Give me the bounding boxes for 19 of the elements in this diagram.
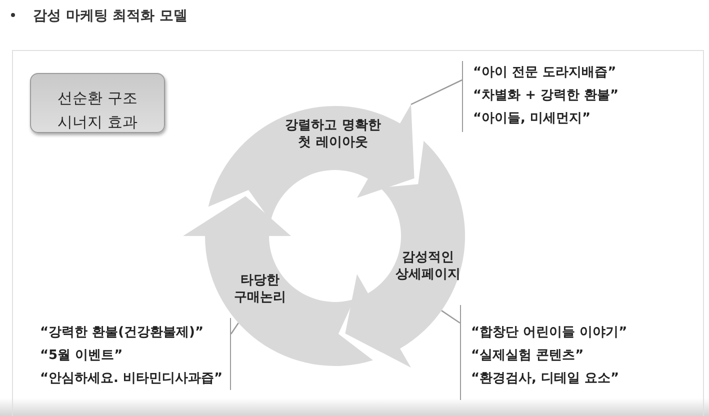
leader-line (230, 322, 239, 334)
leader-line (410, 79, 462, 105)
quote-text: “아이 전문 도라지배즙” (473, 64, 616, 82)
quote-text: “강력한 환불(건강환불제)” (40, 324, 204, 342)
quote-text: “차별화 + 강력한 환불” (473, 87, 619, 105)
quote-text: “실제실험 콘텐츠” (471, 347, 584, 365)
quote-text: “안심하세요. 비타민디사과즙” (40, 370, 223, 388)
quote-text: “합창단 어린이들 이야기” (471, 324, 628, 342)
segment-label: 감성적인 상세페이지 (394, 249, 462, 283)
segment-label: 강렬하고 명확한 첫 레이아웃 (284, 117, 382, 151)
box-text: 시너지 효과 (58, 112, 138, 133)
segment-label: 타당한 구매논리 (233, 272, 287, 306)
quote-text: “아이들, 미세먼지” (473, 110, 591, 128)
diagram-title: 감성 마케팅 최적화 모델 (33, 7, 188, 26)
info-box (30, 73, 165, 133)
leader-line (441, 310, 460, 324)
box-text: 선순환 구조 (58, 88, 138, 109)
quote-text: “5월 이벤트” (40, 347, 123, 365)
quote-text: “환경검사, 디테일 요소” (471, 370, 620, 388)
